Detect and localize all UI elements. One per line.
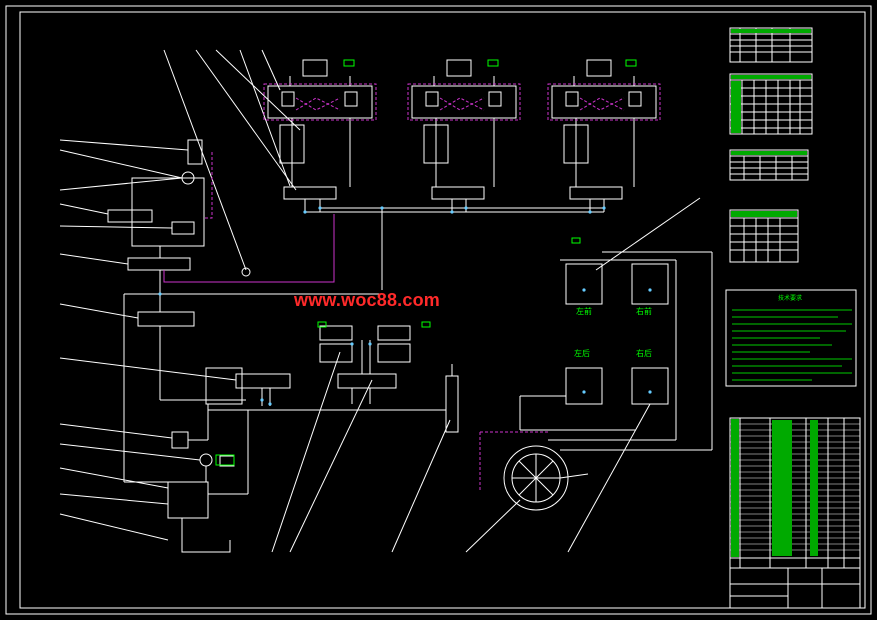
watermark-text: www.woc88.com [294,290,440,310]
green-tags [215,59,637,466]
valve-group-1 [267,59,373,212]
oil-supply-lines [163,214,335,283]
wheel-label-rear-right: 右后 [636,348,652,358]
valve-group-3 [551,59,657,212]
inner-frame [19,11,866,609]
parts-list-rows [730,423,860,551]
tech-requirements-title: 技术要求 [778,294,802,302]
wheel-label-rear-left: 左后 [574,348,590,358]
wheel-label-front-left: 左前 [576,306,592,316]
wheel-label-front-right: 右前 [636,306,652,316]
tech-requirements-lines [732,309,852,381]
table-header-fills [731,29,818,557]
oil-paths [204,83,661,490]
schematic-lines [59,27,861,609]
junction-dots [158,206,652,406]
valve-group-2 [411,59,517,212]
outer-frame [5,5,872,615]
